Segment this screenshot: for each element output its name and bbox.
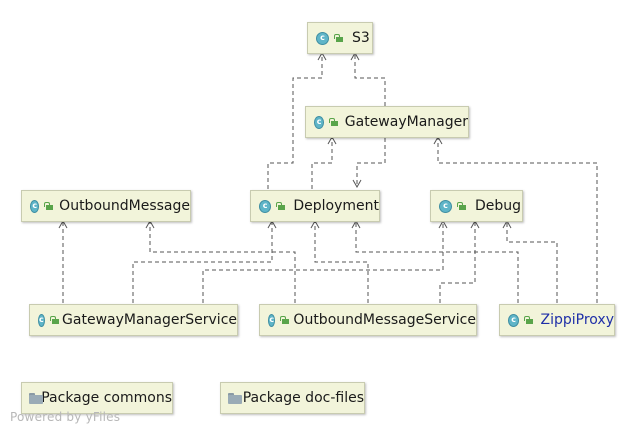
node-outbound-message-label: OutboundMessage bbox=[59, 198, 190, 214]
watermark: Powered by yFiles bbox=[10, 410, 121, 424]
node-gateway-manager[interactable]: c GatewayManager bbox=[305, 106, 469, 138]
edge-gatewaymanager-deployment bbox=[356, 138, 386, 186]
edge-oms-deployment bbox=[314, 222, 369, 303]
class-c-icon: c bbox=[439, 199, 452, 213]
class-c-icon: c bbox=[314, 115, 325, 129]
node-outbound-message[interactable]: c OutboundMessage bbox=[21, 190, 191, 222]
node-debug[interactable]: c Debug bbox=[430, 190, 523, 222]
unlocked-icon bbox=[457, 201, 467, 211]
node-outbound-message-service[interactable]: c OutboundMessageService bbox=[259, 304, 477, 336]
edge-zippiproxy-gatewaymanager bbox=[437, 138, 598, 303]
node-deployment[interactable]: c Deployment bbox=[250, 190, 380, 222]
class-c-icon: c bbox=[316, 31, 329, 45]
node-s3-label: S3 bbox=[352, 30, 370, 46]
unlocked-icon bbox=[524, 315, 534, 325]
node-zippi-proxy[interactable]: c ZippiProxy bbox=[499, 304, 615, 336]
edge-oms-outboundmessage bbox=[149, 222, 296, 303]
node-gateway-manager-label: GatewayManager bbox=[344, 114, 468, 130]
node-gateway-manager-service-label: GatewayManagerService bbox=[62, 312, 237, 328]
package-commons-label: Package commons bbox=[41, 390, 172, 406]
edge-zippiproxy-deployment bbox=[355, 222, 519, 303]
class-c-icon: c bbox=[268, 313, 276, 327]
node-deployment-label: Deployment bbox=[293, 198, 379, 214]
class-c-icon: c bbox=[38, 313, 45, 327]
unlocked-icon bbox=[329, 117, 338, 127]
node-gateway-manager-service[interactable]: c GatewayManagerService bbox=[29, 304, 238, 336]
package-doc-files-label: Package doc-files bbox=[242, 390, 364, 406]
unlocked-icon bbox=[49, 315, 60, 325]
folder-icon bbox=[29, 392, 44, 404]
edge-zippiproxy-debug bbox=[506, 222, 558, 303]
class-c-icon: c bbox=[259, 199, 272, 213]
edge-gatewaymanager-s3 bbox=[354, 54, 386, 106]
node-outbound-message-service-label: OutboundMessageService bbox=[293, 312, 476, 328]
node-s3[interactable]: c S3 bbox=[307, 22, 373, 54]
unlocked-icon bbox=[44, 201, 54, 211]
edge-deployment-s3 bbox=[267, 54, 323, 189]
unlocked-icon bbox=[276, 201, 286, 211]
package-doc-files[interactable]: Package doc-files bbox=[220, 382, 365, 414]
package-commons[interactable]: Package commons bbox=[21, 382, 173, 414]
unlocked-icon bbox=[280, 315, 290, 325]
node-zippi-proxy-label: ZippiProxy bbox=[540, 312, 615, 328]
edge-gms-deployment bbox=[132, 222, 273, 303]
class-c-icon: c bbox=[508, 313, 520, 327]
folder-icon bbox=[228, 392, 242, 404]
class-c-icon: c bbox=[30, 199, 40, 213]
arrowhead-deployment-top bbox=[352, 179, 362, 189]
edge-oms-debug bbox=[439, 222, 476, 303]
node-debug-label: Debug bbox=[475, 198, 522, 214]
edge-gms-debug bbox=[202, 222, 444, 303]
edge-deployment-gatewaymanager bbox=[311, 138, 333, 189]
unlocked-icon bbox=[334, 33, 344, 43]
